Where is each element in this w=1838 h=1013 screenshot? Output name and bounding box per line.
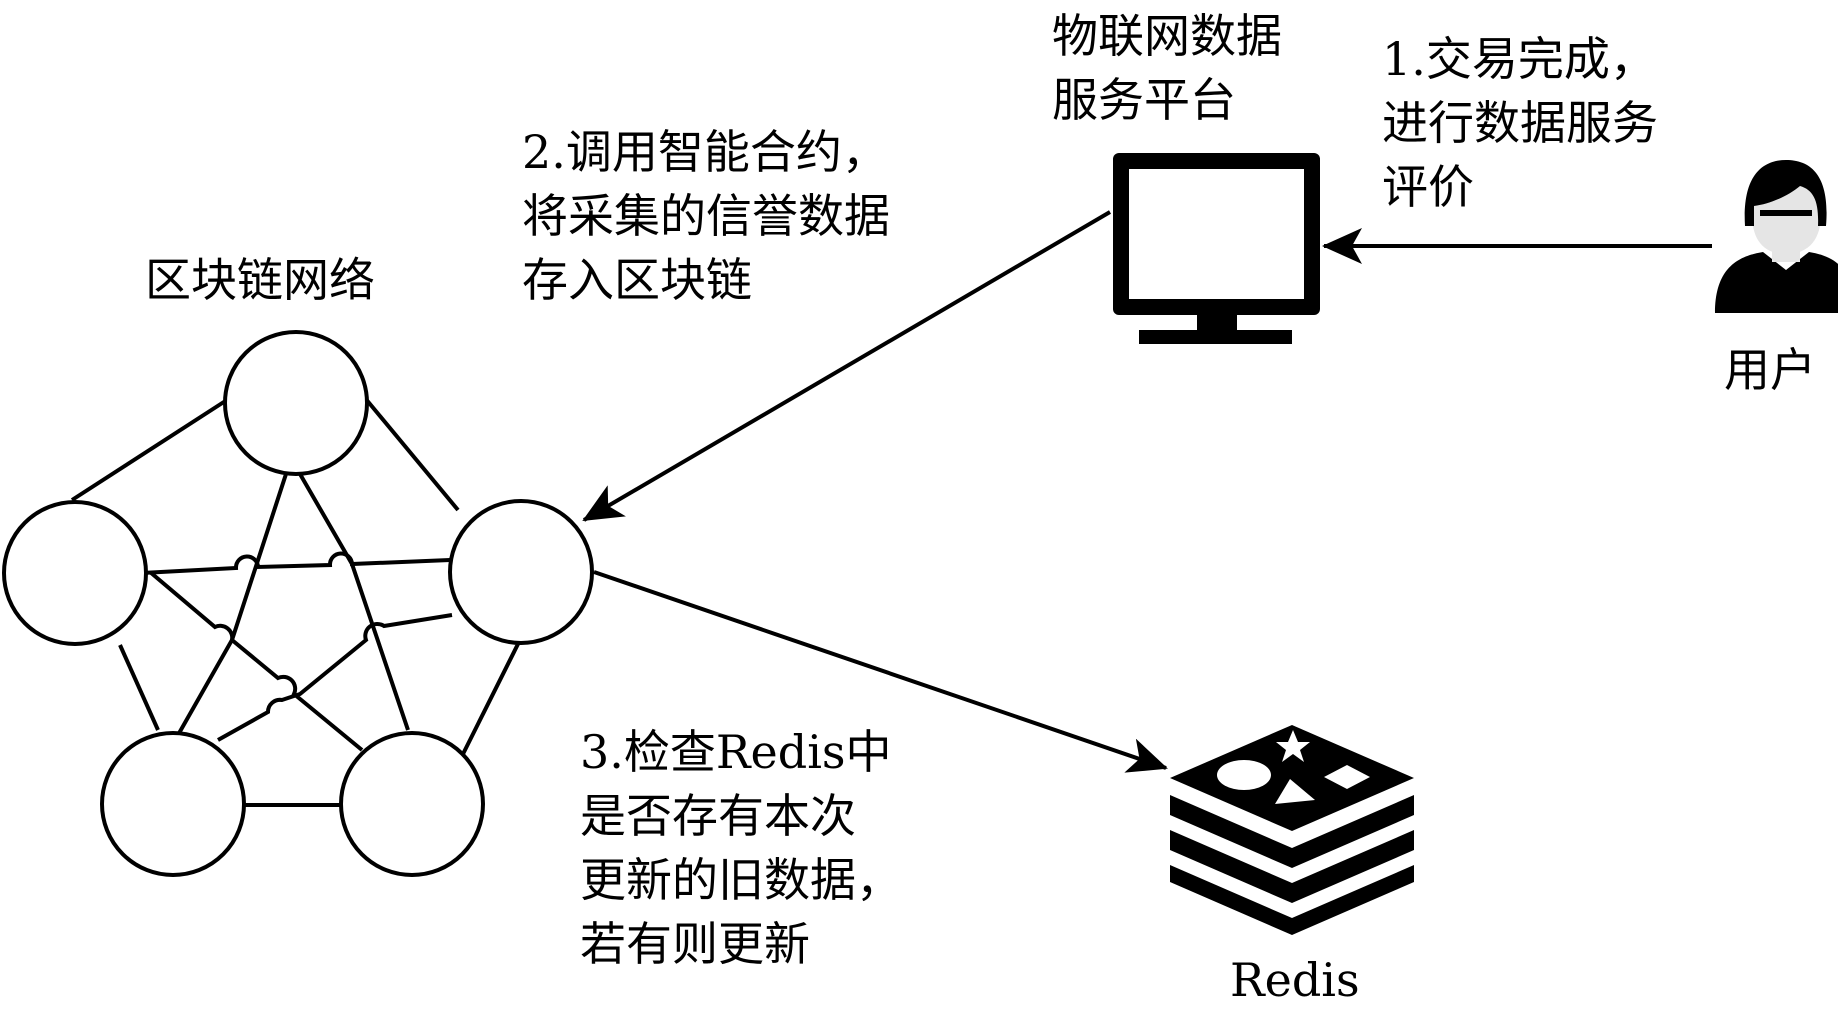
blockchain-nodes — [2, 330, 594, 877]
platform-label-line-1: 物联网数据 — [1052, 9, 1282, 63]
redis-label: Redis — [1230, 953, 1360, 1007]
network-edge — [148, 570, 364, 752]
step2-line-1: 2.调用智能合约， — [522, 125, 888, 179]
network-node-bottom-right — [339, 731, 485, 877]
network-edge — [70, 396, 232, 502]
network-node-bottom-left — [100, 731, 246, 877]
redis-logo-icon — [1170, 725, 1414, 935]
network-node-right — [448, 499, 594, 645]
network-edge — [176, 473, 288, 736]
network-edge — [118, 644, 160, 731]
network-edge — [363, 396, 460, 512]
computer-monitor-icon — [1113, 153, 1320, 344]
step2-line-3: 存入区块链 — [522, 253, 752, 307]
step2-label: 2.调用智能合约， 将采集的信誉数据 存入区块链 — [522, 120, 890, 312]
step2-line-2: 将采集的信誉数据 — [522, 189, 890, 243]
step1-label: 1.交易完成， 进行数据服务 评价 — [1382, 27, 1658, 219]
blockchain-network — [70, 396, 522, 807]
network-edge — [141, 551, 451, 575]
network-edge — [458, 639, 522, 761]
arrow-platform-to-blockchain — [582, 210, 1112, 522]
network-edge — [217, 613, 453, 742]
step3-line-3: 更新的旧数据， — [580, 853, 902, 907]
network-edge — [298, 472, 410, 731]
platform-label: 物联网数据 服务平台 — [1052, 4, 1282, 132]
flow-arrows — [582, 210, 1712, 773]
step3-line-1: 3.检查Redis中 — [580, 725, 892, 779]
step1-line-2: 进行数据服务 — [1382, 96, 1658, 150]
step3-line-2: 是否存有本次 — [580, 789, 856, 843]
arrow-blockchain-to-redis — [593, 570, 1168, 773]
step1-line-3: 评价 — [1382, 160, 1474, 214]
network-node-left — [2, 500, 148, 646]
network-node-top — [223, 330, 369, 476]
step1-line-1: 1.交易完成， — [1382, 32, 1656, 86]
user-label: 用户 — [1724, 343, 1816, 397]
step3-label: 3.检查Redis中 是否存有本次 更新的旧数据， 若有则更新 — [580, 720, 902, 976]
blockchain-network-label: 区块链网络 — [145, 253, 375, 307]
platform-label-line-2: 服务平台 — [1052, 73, 1236, 127]
user-avatar-icon — [1715, 160, 1838, 313]
step3-line-4: 若有则更新 — [580, 917, 810, 971]
